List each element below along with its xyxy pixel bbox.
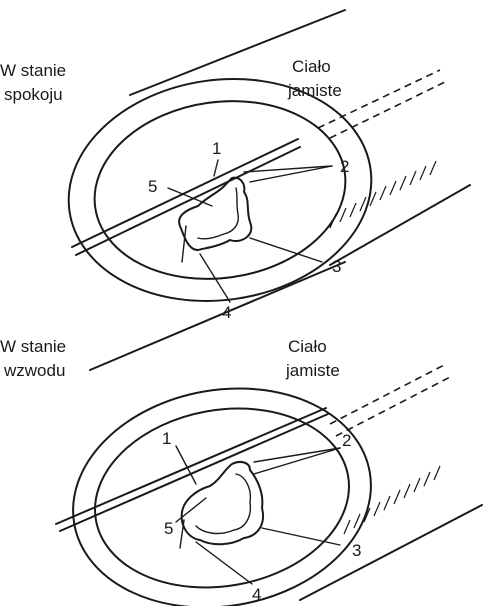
vein-line-lower xyxy=(59,413,329,532)
vessel-dashed-lower xyxy=(329,81,446,139)
leader-5-flaccid xyxy=(167,187,213,207)
vessel-dashed-lower xyxy=(335,375,453,437)
cylinder-top-edge xyxy=(89,261,346,371)
state-label-line2: wzwodu xyxy=(3,361,65,380)
tunica-outer-ring xyxy=(72,387,372,606)
vessel-dashed-upper xyxy=(329,363,447,425)
callout-4: 4 xyxy=(252,585,261,604)
hatching-flaccid xyxy=(329,160,437,229)
leader-4-flaccid xyxy=(199,253,231,303)
callout-2: 2 xyxy=(342,431,351,450)
sinusoid-flaccid xyxy=(178,176,253,251)
leader-3-erect xyxy=(261,527,341,546)
cylinder-top-edge xyxy=(129,9,346,96)
vessel-dashed-upper xyxy=(317,69,441,129)
cylinder-bottom-edge xyxy=(329,184,471,266)
leader-2a-flaccid xyxy=(249,165,333,183)
callout-5: 5 xyxy=(164,519,173,538)
callout-2: 2 xyxy=(340,157,349,176)
body-label-line1: Ciało xyxy=(288,337,327,356)
leader-2a-erect xyxy=(253,447,341,463)
state-label-line1: W stanie xyxy=(0,61,66,80)
leader-5-erect xyxy=(175,497,207,523)
state-label-line2: spokoju xyxy=(4,85,63,104)
callout-1: 1 xyxy=(162,429,171,448)
leader-2b-flaccid xyxy=(243,165,333,173)
cylinder-bottom-edge xyxy=(299,504,483,601)
hatching-erect xyxy=(343,465,441,535)
body-label-line2: jamiste xyxy=(287,81,342,100)
leader-2b-erect xyxy=(253,447,341,475)
leader-1-erect xyxy=(175,445,197,485)
panel-erect: W stanie wzwodu Ciało jamiste 1 2 3 4 5 xyxy=(0,261,483,606)
leader-4-erect xyxy=(195,541,253,585)
vein-line-upper xyxy=(71,138,299,248)
leader-3-flaccid xyxy=(249,237,323,263)
state-label-line1: W stanie xyxy=(0,337,66,356)
tunica-outer-ring xyxy=(67,78,373,302)
callout-5: 5 xyxy=(148,177,157,196)
callout-3: 3 xyxy=(352,541,361,560)
trabecula-flaccid xyxy=(181,225,187,263)
vein-line-upper xyxy=(55,407,327,525)
tunica-inner-ring xyxy=(94,407,350,589)
vein-line-lower xyxy=(75,146,301,256)
leader-1-flaccid xyxy=(213,159,219,177)
sinusoid-erect xyxy=(180,461,264,546)
tunica-inner-ring xyxy=(93,100,347,280)
callout-1: 1 xyxy=(212,139,221,158)
body-label-line2: jamiste xyxy=(285,361,340,380)
sinusoid-inner-erect xyxy=(195,473,252,535)
panel-flaccid: W stanie spokoju Ciało jamiste 1 2 3 4 5 xyxy=(0,9,471,322)
trabecula-erect xyxy=(179,519,185,549)
sinusoid-inner-flaccid xyxy=(197,187,239,240)
body-label-line1: Ciało xyxy=(292,57,331,76)
